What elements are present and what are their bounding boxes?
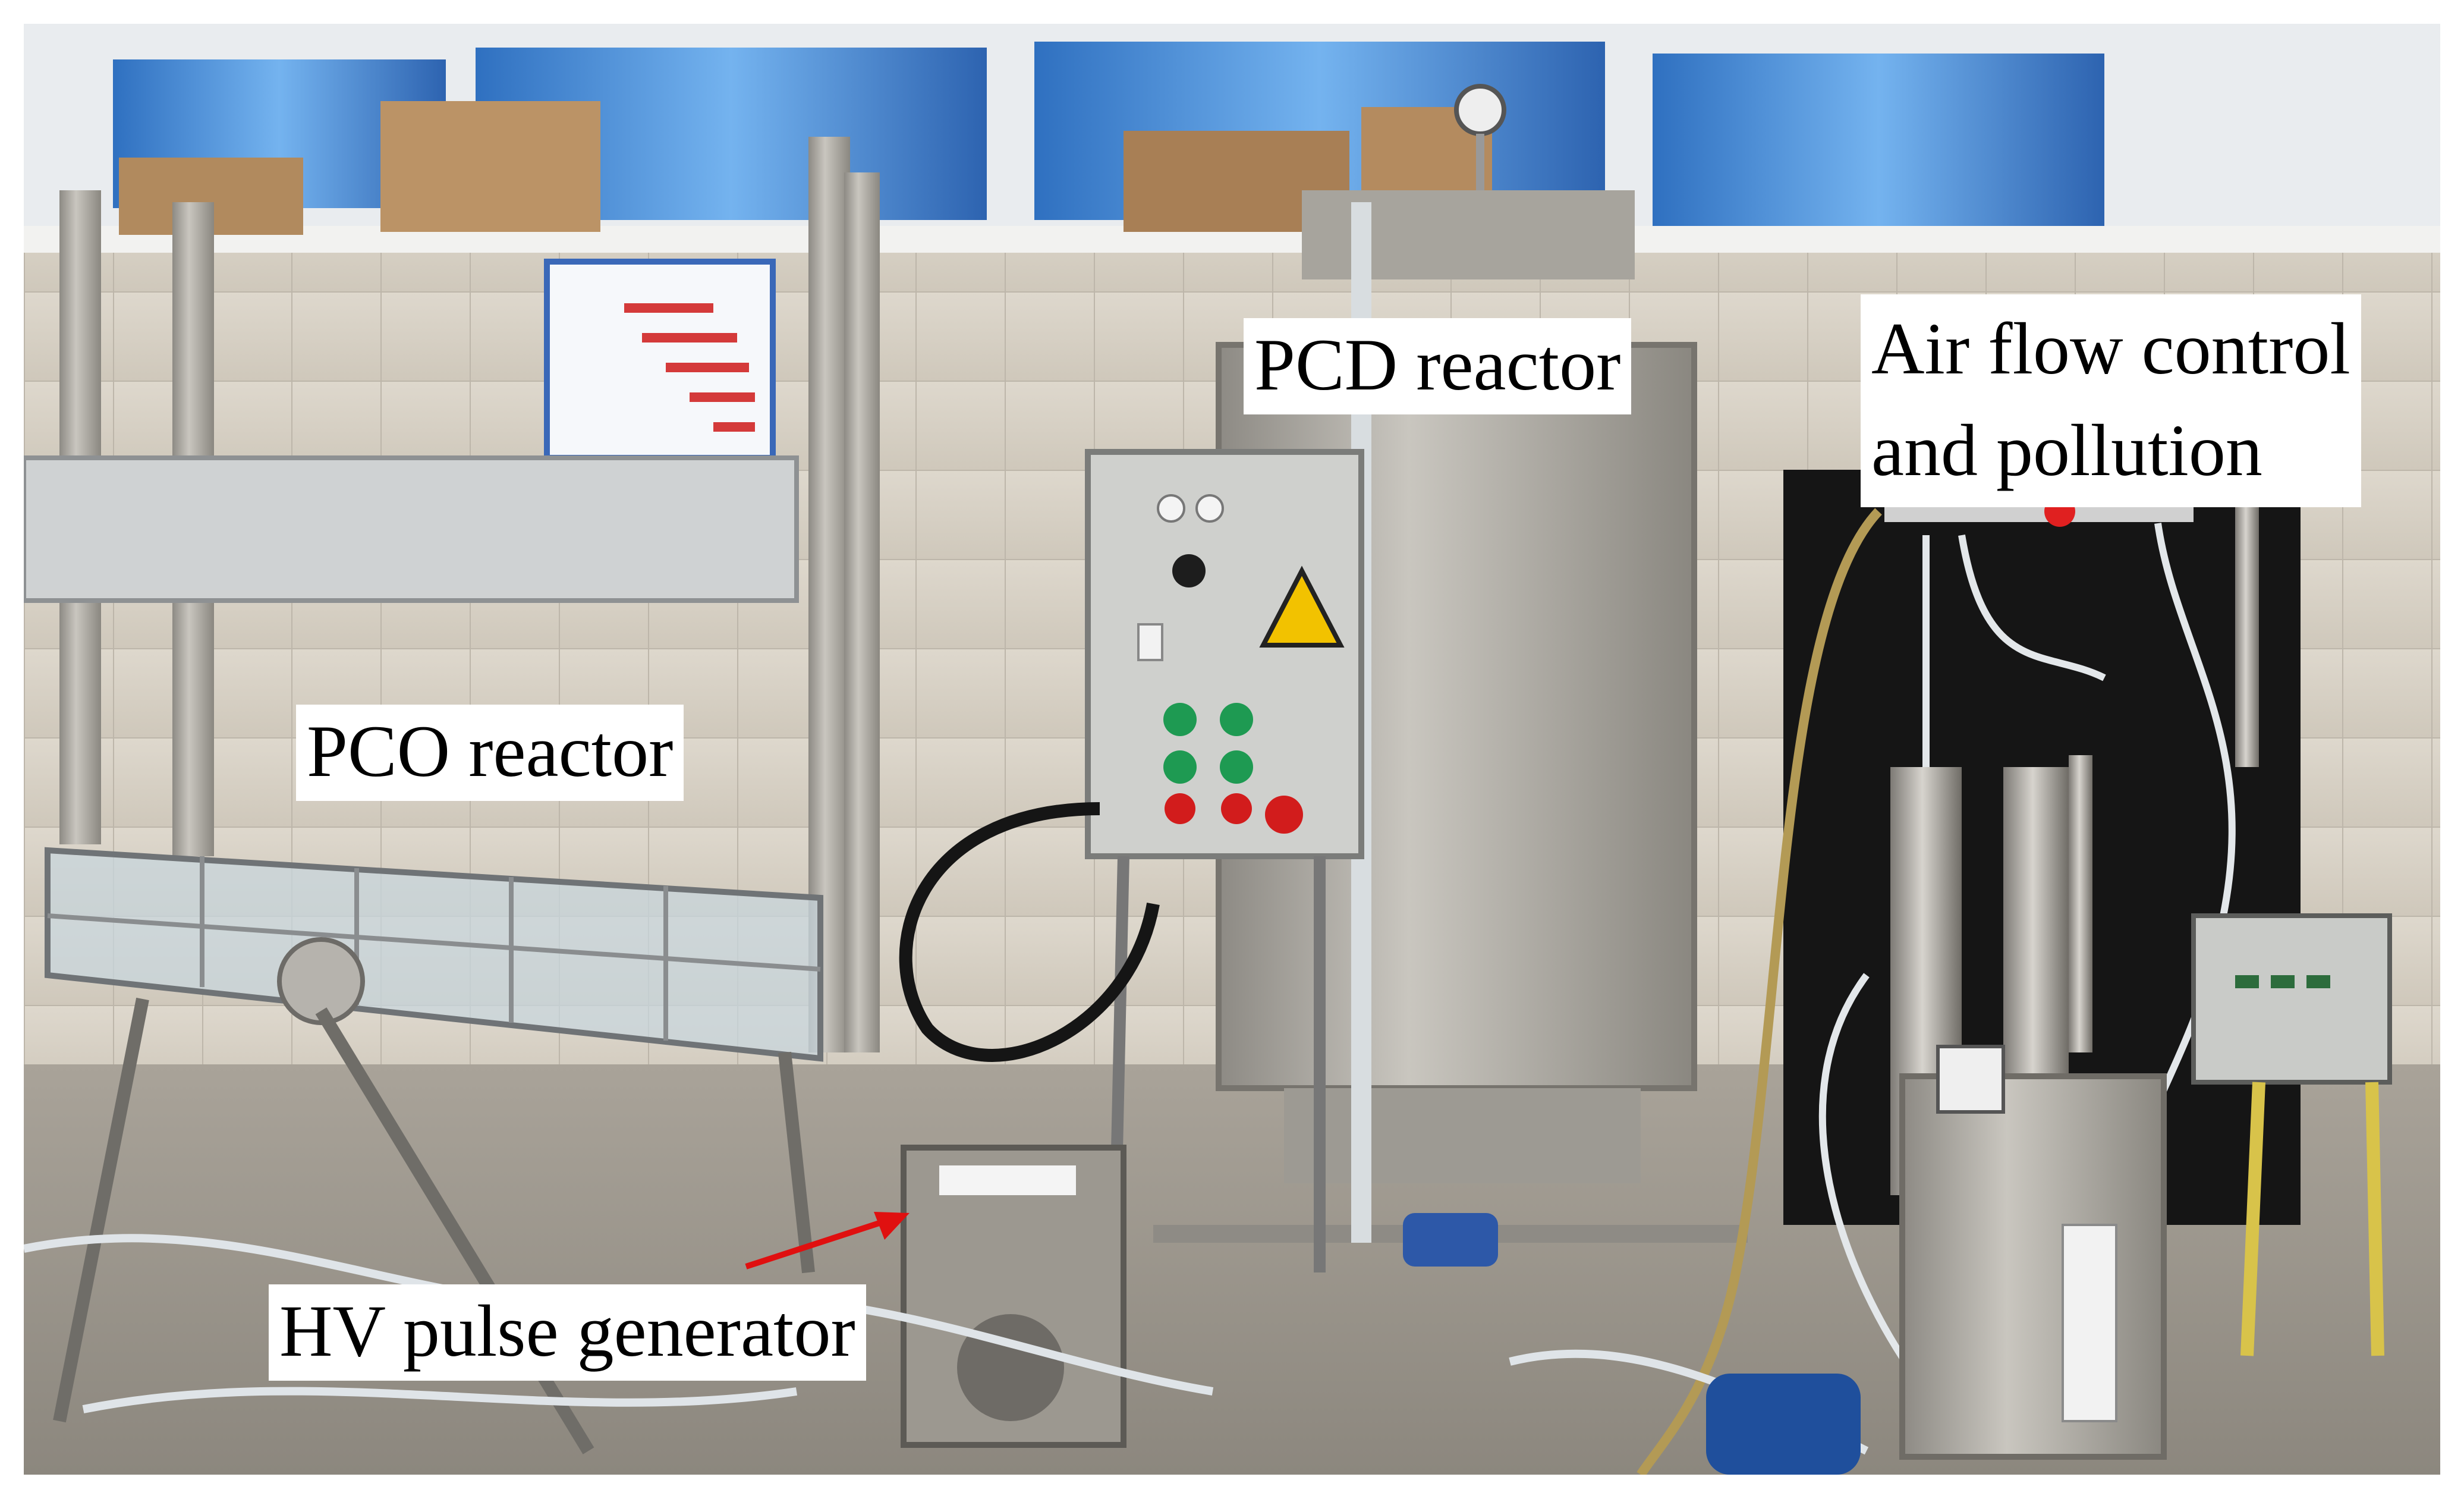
- cardboard-box: [380, 101, 600, 232]
- lab-scene: [24, 24, 2440, 1475]
- air-flow-label-line1: Air flow control: [1871, 308, 2350, 389]
- blue-container: [1706, 1374, 1861, 1475]
- hv-pulse-generator-label-text: HV pulse generator: [279, 1290, 855, 1372]
- water-meter: [1403, 1213, 1498, 1267]
- pcd-reactor-label: PCD reactor: [1244, 318, 1632, 415]
- control-cabinet: [899, 449, 1364, 1392]
- red-pointer-arrow: [745, 1212, 910, 1270]
- poster-rows: [624, 303, 755, 432]
- air-flow-control-label: Air flow control and pollution: [1861, 294, 2361, 508]
- high-voltage-warning-icon: [1259, 565, 1345, 648]
- hv-pulse-generator: [901, 1145, 1126, 1448]
- monitoring-device: [2191, 913, 2392, 1356]
- pco-reactor-label-text: PCO reactor: [307, 711, 674, 792]
- gas-analyzer-cabinet: [1899, 1045, 2167, 1460]
- air-flow-label-line2: and pollution: [1871, 410, 2262, 492]
- window-pane-4: [1653, 54, 2104, 232]
- lab-photograph: PCD reactor Air flow control and polluti…: [24, 24, 2440, 1475]
- pco-reactor-label: PCO reactor: [296, 705, 684, 802]
- hv-pulse-generator-label: HV pulse generator: [269, 1284, 866, 1381]
- pcd-reactor-label-text: PCD reactor: [1254, 324, 1621, 406]
